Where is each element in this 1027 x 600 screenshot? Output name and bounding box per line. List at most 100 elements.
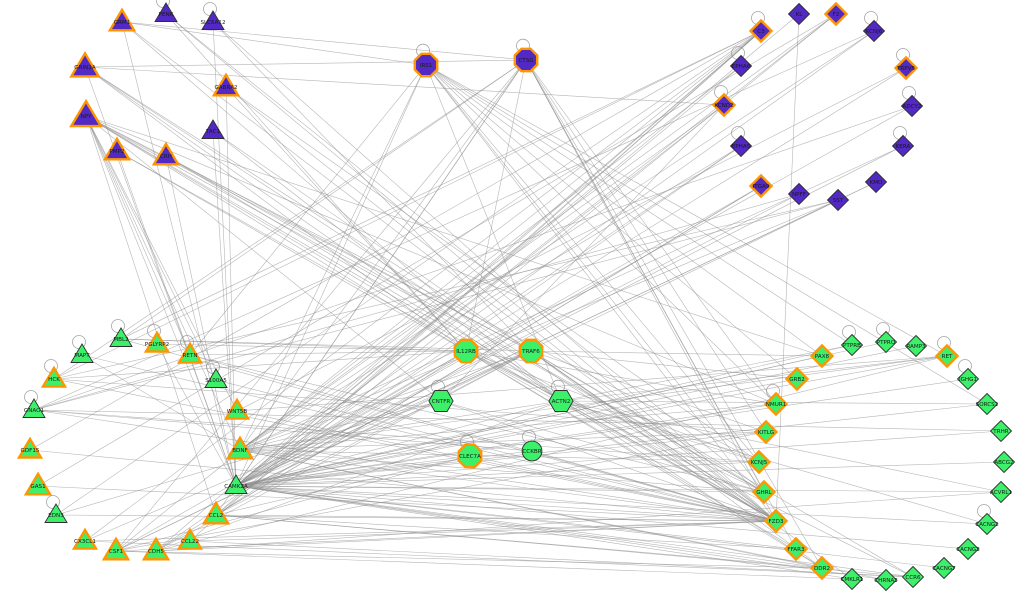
edge-GRM1-CTSG[interactable]: [121, 21, 527, 61]
edge-CAMK2A-RAMP3[interactable]: [235, 345, 917, 487]
edge-CAMK2A-SORCS2[interactable]: [235, 403, 988, 487]
octagon-node-shape[interactable]: [518, 338, 544, 364]
edge-IL12RB-KCNJ5[interactable]: [465, 350, 760, 463]
node-GRM1[interactable]: [107, 7, 137, 32]
node-CNTFR[interactable]: [428, 390, 454, 412]
diamond-node-shape[interactable]: [862, 19, 886, 43]
diamond-node-shape[interactable]: [891, 134, 915, 158]
edge-HCK-FZD3[interactable]: [53, 378, 777, 522]
triangle-node-shape[interactable]: [69, 50, 101, 78]
edge-CAMK2A-CACNG3[interactable]: [235, 485, 969, 550]
edge-CTSG-CSF1[interactable]: [115, 59, 527, 552]
diamond-node-shape[interactable]: [729, 54, 753, 78]
edge-CTSG-NMUR1[interactable]: [525, 59, 777, 405]
node-IRS1[interactable]: [413, 52, 439, 78]
diamond-node-shape[interactable]: [904, 334, 928, 358]
diamond-node-shape[interactable]: [840, 567, 864, 591]
node-ACVRL1[interactable]: [989, 480, 1013, 504]
edge-IL12RB-GHRL[interactable]: [465, 350, 765, 493]
edge-TAC1-CAMK2A[interactable]: [212, 130, 237, 487]
edge-GDF15-FZD3[interactable]: [29, 449, 777, 522]
node-KMO[interactable]: [864, 170, 888, 194]
node-CX3CL1[interactable]: [71, 527, 99, 550]
edge-CNTFR-BDNF[interactable]: [239, 400, 442, 451]
node-CMKLR1[interactable]: [840, 567, 864, 591]
diamond-node-shape[interactable]: [932, 556, 956, 580]
triangle-node-shape[interactable]: [109, 327, 133, 347]
edge-IL12RB-PGLYRP2[interactable]: [156, 343, 467, 352]
edge-GRM1-CAMK2A[interactable]: [121, 21, 237, 487]
node-TRPV5[interactable]: [893, 55, 919, 81]
edge-KMO-CAMK2A[interactable]: [235, 181, 877, 487]
triangle-node-shape[interactable]: [16, 436, 44, 459]
edge-GABRA2-KCNJ5[interactable]: [225, 86, 760, 463]
node-RETN[interactable]: [176, 341, 204, 364]
edge-IL12RB-FZD3[interactable]: [465, 350, 777, 522]
node-EDN3[interactable]: [44, 503, 68, 523]
octagon-node-shape[interactable]: [457, 443, 483, 469]
node-C3[interactable]: [748, 18, 774, 44]
node-EPHA6[interactable]: [729, 54, 753, 78]
edge-C3-CDH5[interactable]: [155, 30, 762, 552]
edge-F2-CCL2[interactable]: [215, 13, 837, 516]
node-RET[interactable]: [934, 343, 960, 369]
edge-F2-CAMK2A[interactable]: [235, 13, 837, 487]
node-CACNG3[interactable]: [956, 537, 980, 561]
edge-CAMK2A-FFAR3[interactable]: [235, 485, 797, 550]
edge-BDNF-KCNJ5[interactable]: [239, 449, 760, 463]
node-PMP2[interactable]: [102, 136, 132, 161]
edge-ACTN2-FZD3[interactable]: [560, 400, 777, 522]
edge-KL-CAMK2A[interactable]: [235, 13, 800, 487]
node-S100A5[interactable]: [204, 368, 228, 388]
edge-GRIN2A-FZD3[interactable]: [84, 66, 777, 522]
edge-CSF1-KITLG[interactable]: [115, 431, 767, 552]
node-KCNJ5[interactable]: [746, 449, 772, 475]
node-FFAR3[interactable]: [783, 536, 809, 562]
diamond-node-shape[interactable]: [975, 512, 999, 536]
node-PGLYRP2[interactable]: [143, 330, 171, 353]
edge-S100A5-FZD3[interactable]: [215, 379, 777, 522]
edge-CTSG-HCK[interactable]: [53, 59, 527, 380]
diamond-node-shape[interactable]: [729, 134, 753, 158]
triangle-node-shape[interactable]: [201, 10, 225, 30]
edge-EDN3-FZD3[interactable]: [55, 514, 777, 522]
edge-CAMK2A-PTPRO[interactable]: [235, 341, 887, 487]
edge-CCL22-CCR6[interactable]: [189, 540, 914, 578]
edge-KCND2-BDNF[interactable]: [239, 104, 725, 451]
node-MBL2[interactable]: [109, 327, 133, 347]
edge-GRIN2A-KCND2[interactable]: [84, 66, 725, 106]
octagon-node-shape[interactable]: [413, 52, 439, 78]
octagon-node-shape[interactable]: [453, 338, 479, 364]
edge-CTSG-FZD3[interactable]: [525, 59, 777, 522]
edge-BDNF-GHRL[interactable]: [239, 449, 765, 493]
edge-SST-BDNF[interactable]: [239, 199, 839, 451]
edge-NPY-NMUR1[interactable]: [85, 115, 777, 405]
triangle-node-shape[interactable]: [154, 2, 178, 22]
edge-CLEC7A-CCL2[interactable]: [215, 455, 471, 516]
edge-EPHA5-BDNF[interactable]: [239, 145, 742, 451]
triangle-node-shape[interactable]: [143, 330, 171, 353]
edge-NPY-FZD3[interactable]: [85, 115, 777, 522]
edge-ACTN2-DDR2[interactable]: [560, 400, 823, 569]
diamond-node-shape[interactable]: [989, 480, 1013, 504]
edge-CSF1-CMKLR1[interactable]: [115, 550, 853, 580]
edge-GRIN2A-CTSG[interactable]: [84, 59, 527, 68]
node-IL12RB[interactable]: [453, 338, 479, 364]
edge-CAMK2A-IGHG1[interactable]: [235, 378, 969, 487]
edge-WNT5B-RET[interactable]: [236, 355, 948, 412]
edge-CAMK2A-DDR2[interactable]: [235, 485, 823, 569]
edge-TRAF6-CAMK2A[interactable]: [235, 350, 532, 487]
edge-CAMK2A-GHRL[interactable]: [235, 485, 765, 493]
edge-CDH5-RET[interactable]: [155, 355, 948, 552]
triangle-node-shape[interactable]: [69, 98, 103, 128]
edge-NPY-RETN[interactable]: [85, 115, 191, 356]
edge-CLEC7A-FZD3[interactable]: [469, 455, 777, 522]
diamond-node-shape[interactable]: [874, 568, 898, 592]
node-ABCG2[interactable]: [992, 450, 1016, 474]
edge-CTSG-MBL2[interactable]: [120, 59, 527, 340]
edge-BDNF-CHRNA3[interactable]: [239, 449, 887, 581]
edge-KL-FZD3[interactable]: [775, 13, 800, 522]
edge-NPY-CAMK2A[interactable]: [85, 115, 237, 487]
diamond-node-shape[interactable]: [787, 2, 811, 26]
edge-CTSG-DDR2[interactable]: [525, 59, 823, 569]
